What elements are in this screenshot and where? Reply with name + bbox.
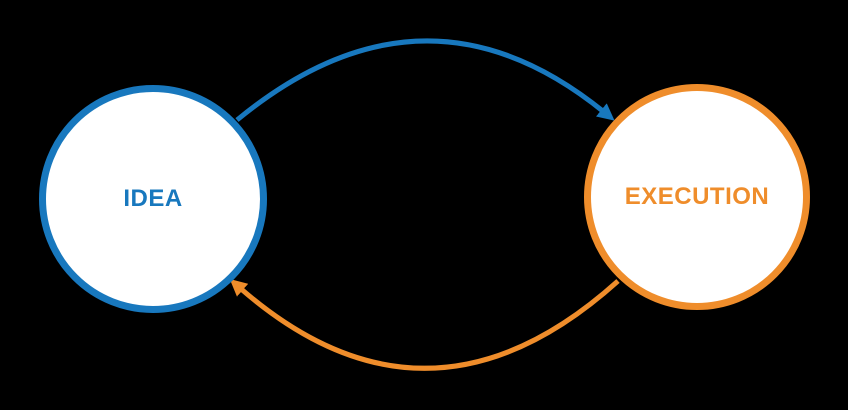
arrow-idea-to-execution (235, 38, 615, 122)
arrow-execution-to-idea (229, 279, 620, 371)
execution-node: EXECUTION (584, 84, 810, 310)
idea-label: IDEA (123, 185, 183, 212)
idea-node: IDEA (39, 85, 267, 313)
execution-label: EXECUTION (624, 183, 770, 210)
